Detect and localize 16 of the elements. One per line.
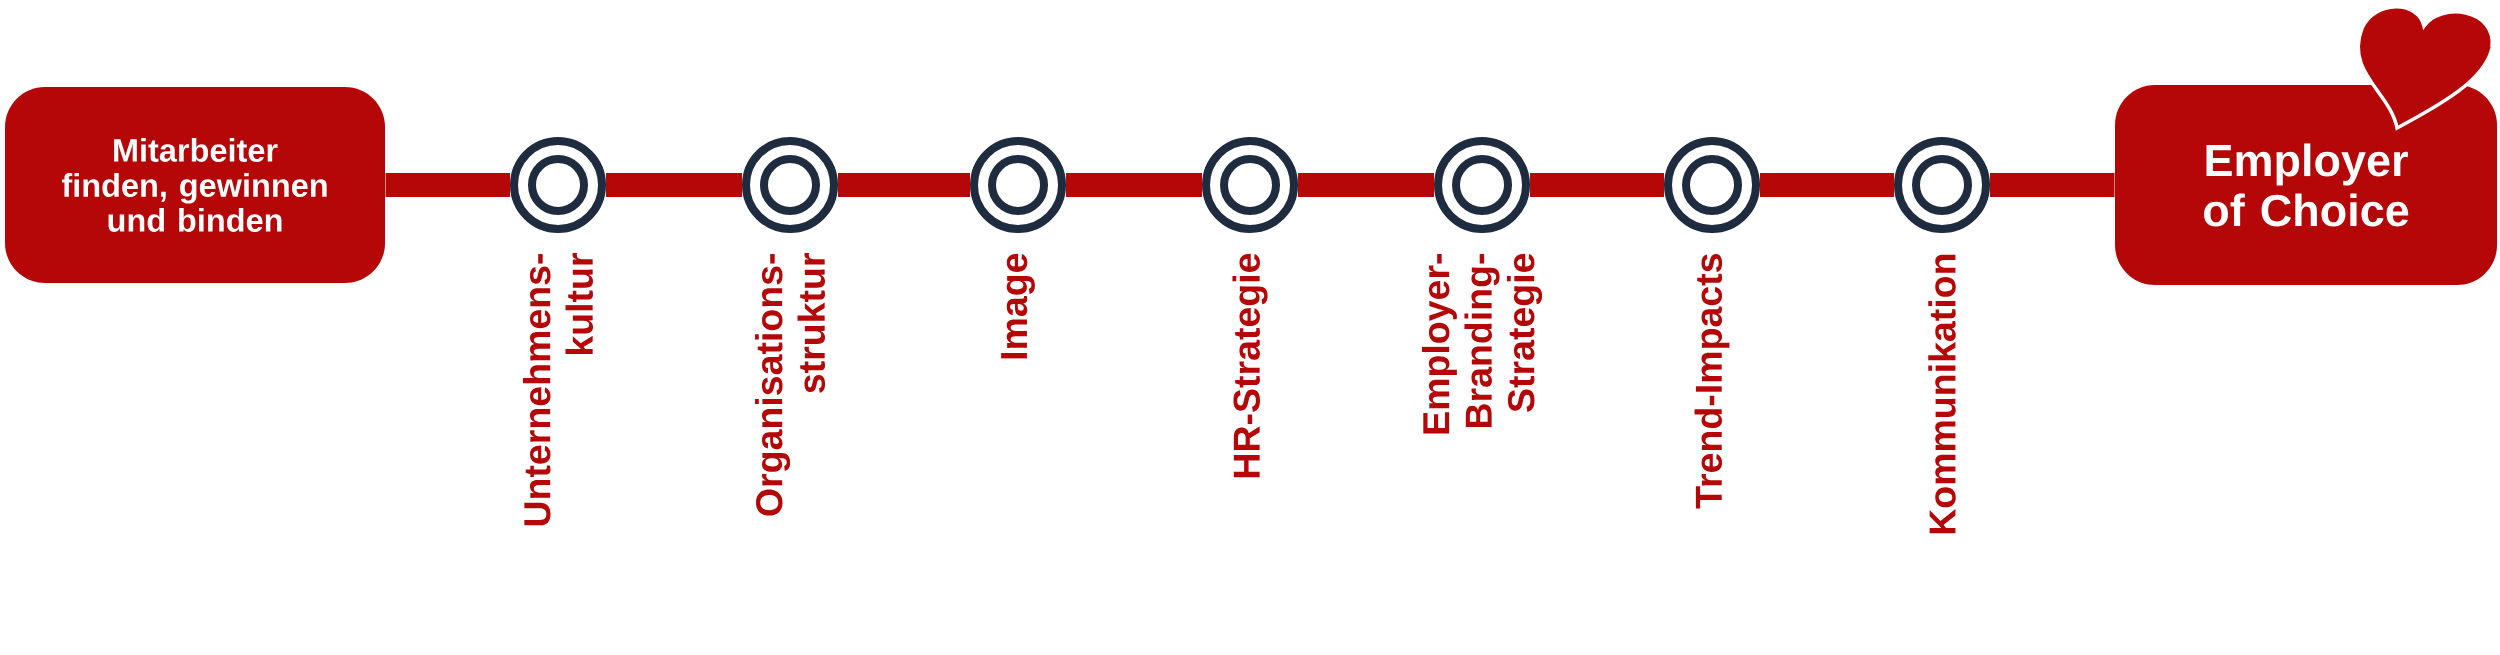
rotated-label: HR-Strategie bbox=[1232, 253, 1268, 478]
connector-line bbox=[1760, 173, 1894, 197]
connector-line bbox=[1530, 173, 1664, 197]
rotated-label: Trend-Impacts bbox=[1694, 254, 1730, 509]
connector-line bbox=[385, 173, 510, 197]
connector-line bbox=[606, 173, 742, 197]
rotated-label: Employer- Branding- Strategie bbox=[1421, 253, 1543, 434]
rounded-box: Mitarbeiter finden, gewinnen und binden bbox=[5, 87, 385, 283]
rotated-label: Image bbox=[1001, 253, 1035, 359]
rotated-label: Kommunikation bbox=[1928, 254, 1956, 534]
rotated-label: Unternehmens- kultur bbox=[523, 253, 593, 526]
rotated-label: Organisations- struktur bbox=[755, 253, 825, 516]
connector-line bbox=[1990, 173, 2115, 197]
connector-line bbox=[1298, 173, 1434, 197]
connector-line bbox=[838, 173, 970, 197]
connector-line bbox=[1066, 173, 1202, 197]
